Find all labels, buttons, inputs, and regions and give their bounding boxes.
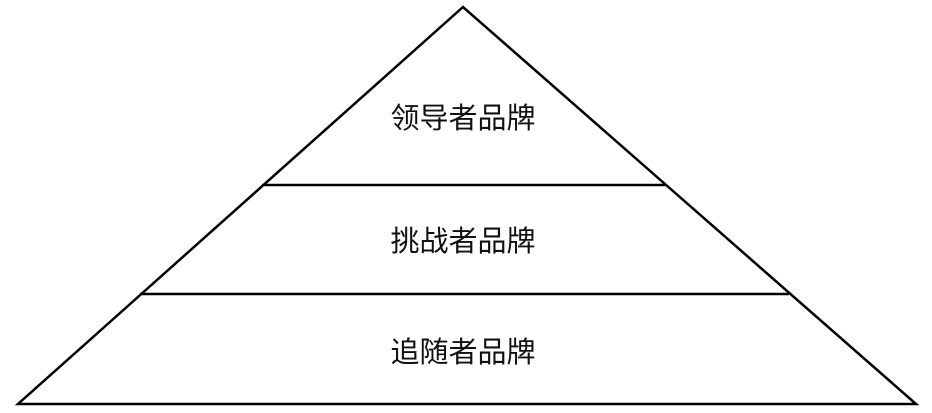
tier-label-leader: 领导者品牌 [390,101,535,135]
tier-label-follower: 追随者品牌 [390,335,535,369]
pyramid-outline [14,5,920,406]
tier-label-challenger: 挑战者品牌 [390,224,535,258]
